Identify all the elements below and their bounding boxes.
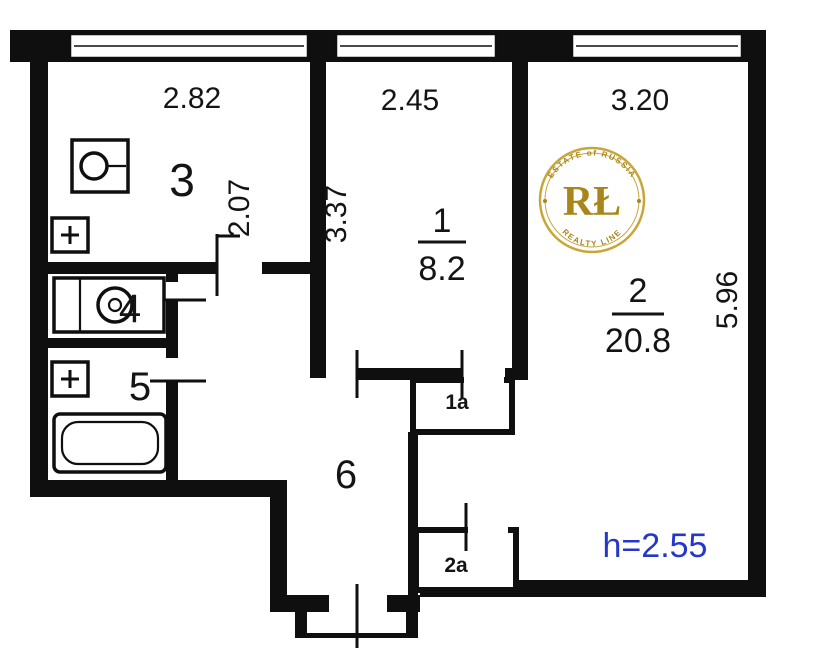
window-room3 — [68, 32, 310, 60]
room1-number: 1 — [433, 202, 452, 240]
wall-segment-vestibule-right — [406, 597, 418, 638]
room2-area: 20.8 — [605, 322, 671, 360]
wall-segment-room1-room2 — [512, 62, 528, 378]
bathtub-outer — [52, 412, 168, 474]
dim-room1-depth: 3.37 — [320, 185, 353, 243]
watermark-outer-ring — [538, 146, 646, 254]
room5-number: 5 — [129, 365, 151, 409]
wall-segment-wc-b — [166, 300, 178, 358]
sink-drain — [79, 151, 109, 181]
ceiling-height-label: h=2.55 — [603, 527, 708, 565]
bathtub-icon — [52, 412, 168, 474]
closet-1a-label: 1a — [445, 391, 469, 414]
closets — [410, 377, 519, 593]
closet-2a-door-gap — [468, 526, 508, 535]
sink-icon — [70, 138, 130, 194]
bathtub-inner — [60, 420, 160, 466]
room3-number: 3 — [169, 154, 195, 206]
closet-2a-label: 2a — [444, 554, 468, 577]
vent-box-kitchen-icon — [50, 216, 90, 254]
fixtures — [50, 138, 168, 474]
watermark-dot-right — [637, 199, 641, 203]
wall-segment-hall-room2 — [408, 432, 418, 597]
window-room2 — [570, 32, 744, 60]
vent-box-bath-icon — [50, 360, 90, 398]
wall-segment-room3-room1 — [310, 62, 326, 378]
dim-room1-width: 2.45 — [381, 84, 439, 117]
window-room1 — [334, 32, 498, 60]
closet-1a-door-gap — [464, 365, 504, 386]
watermark-monogram: RŁ — [563, 179, 621, 225]
wall-segment-lower-left — [270, 497, 287, 612]
watermark-dot-left — [543, 199, 547, 203]
wall-segment-left — [30, 62, 48, 497]
room2-number: 2 — [629, 272, 648, 310]
room6-number: 6 — [335, 453, 357, 497]
room1-area: 8.2 — [418, 250, 465, 288]
wall-segment-bottom-left — [30, 480, 287, 497]
watermark-seal: ESTATE of RUSSIA REALTY LINE RŁ — [538, 146, 646, 254]
dim-room3-depth: 2.07 — [223, 179, 256, 237]
windows — [68, 32, 744, 60]
wall-segment-right — [748, 62, 766, 580]
dim-room2-depth: 5.96 — [711, 271, 744, 329]
wall-segment-vestibule-left — [295, 612, 307, 638]
toilet-bowl — [96, 286, 134, 324]
dim-room2-width: 3.20 — [611, 84, 669, 117]
toilet-drain — [107, 297, 123, 313]
wall-segment-wc-a — [166, 274, 178, 282]
wall-segment-room3-bottom-a — [48, 262, 217, 274]
wall-segment-wc-c — [166, 381, 178, 480]
room4-number: 4 — [119, 287, 141, 331]
wall-segment-room4-room5 — [48, 338, 166, 348]
labels: 2.82 2.45 3.20 2.07 3.37 5.96 3 4 5 6 1 … — [119, 82, 744, 577]
dim-room3-width: 2.82 — [163, 82, 221, 115]
toilet-icon — [52, 276, 166, 334]
wall-segment-room3-bottom-b — [262, 262, 310, 274]
